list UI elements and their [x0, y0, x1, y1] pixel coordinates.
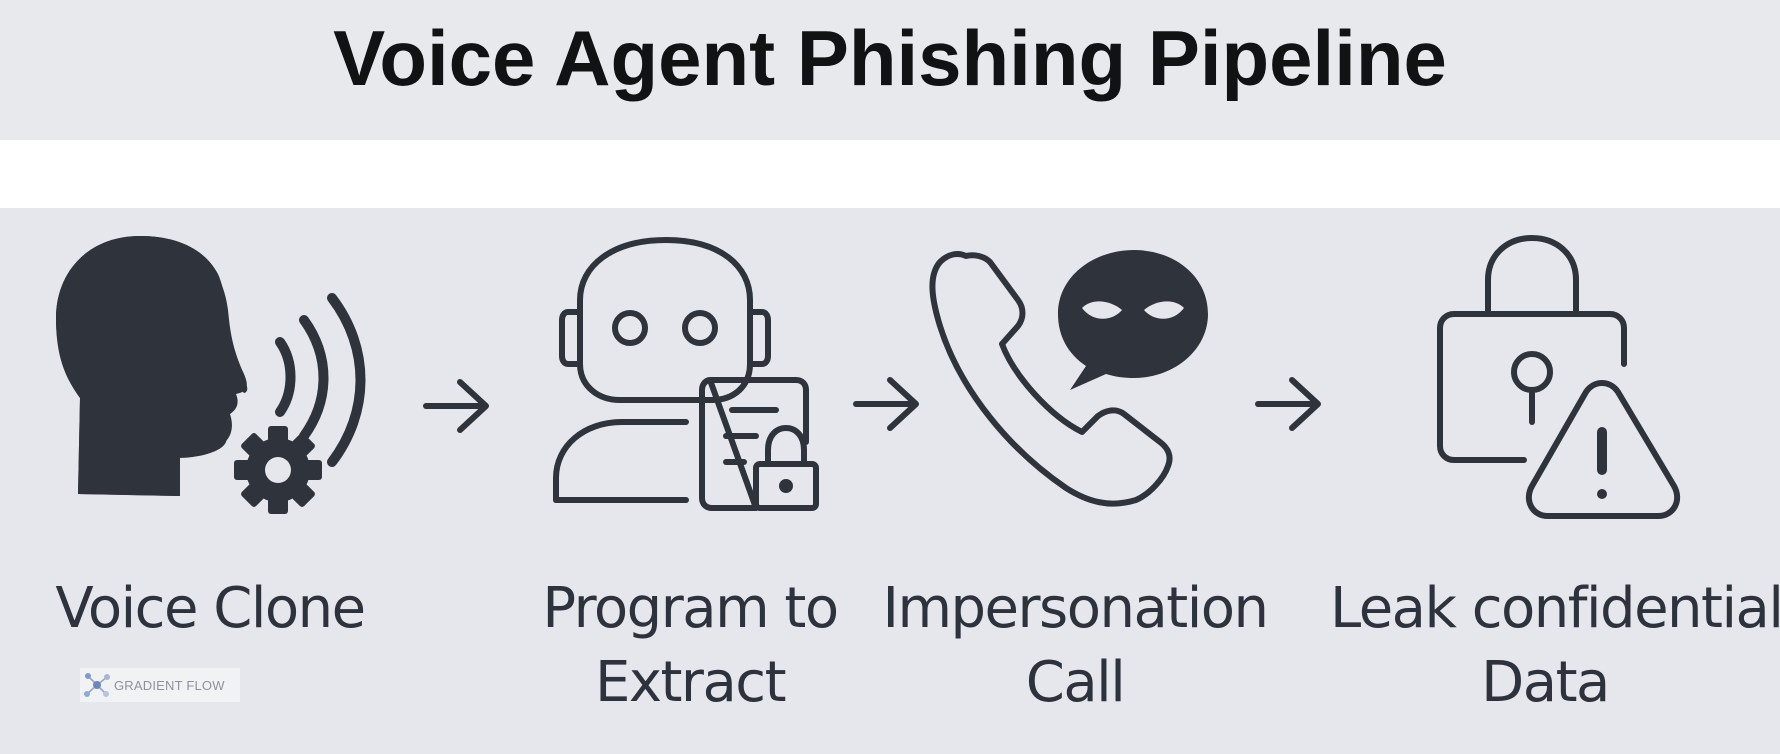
network-nodes-icon — [84, 673, 110, 697]
padlock-warning-icon — [1437, 235, 1681, 519]
lock-body-icon — [753, 461, 819, 511]
right-arrow-icon — [1255, 377, 1321, 431]
gear-icon — [234, 426, 322, 514]
brand-name: GRADIENT FLOW — [114, 677, 225, 693]
mask-eye-left-icon — [1082, 301, 1122, 319]
head-voice-gear-icon — [56, 236, 366, 514]
robot-ear-right-icon — [747, 309, 771, 367]
keyhole-icon — [1511, 351, 1553, 393]
chat-bubble-icon — [1058, 250, 1208, 390]
robot-body-icon — [553, 419, 689, 503]
lock-shackle-icon — [765, 425, 807, 467]
step-label-program-to-extract: Program to Extract — [542, 576, 839, 715]
diagram-title: Voice Agent Phishing Pipeline — [333, 14, 1447, 102]
step-label-impersonation-call: Impersonation Call — [882, 576, 1269, 715]
padlock-body-icon — [1437, 311, 1627, 463]
voice-wave-small-icon — [275, 337, 296, 417]
title-band — [0, 0, 1780, 140]
robot-document-lock-icon — [553, 237, 819, 511]
mask-eye-right-icon — [1144, 301, 1184, 319]
phone-masked-chat-icon — [929, 250, 1208, 507]
voice-wave-medium-icon — [299, 315, 329, 441]
voice-wave-large-icon — [327, 293, 366, 467]
robot-eye-right-icon — [682, 310, 718, 346]
head-face-fill-icon — [56, 236, 247, 496]
document-icon — [699, 377, 809, 511]
brand-watermark: GRADIENT FLOW — [80, 668, 240, 702]
phone-handset-icon — [929, 251, 1173, 507]
right-arrow-icon — [853, 377, 919, 431]
robot-ear-left-icon — [559, 309, 583, 367]
robot-head-icon — [577, 237, 753, 403]
separator-band — [0, 140, 1780, 208]
warning-triangle-icon — [1525, 380, 1681, 519]
padlock-shackle-icon — [1485, 235, 1579, 317]
robot-eye-left-icon — [612, 310, 648, 346]
step-label-leak-confidential-data: Leak confidential Data — [1330, 576, 1780, 715]
step-label-voice-clone: Voice Clone — [55, 576, 366, 641]
right-arrow-icon — [423, 379, 489, 433]
